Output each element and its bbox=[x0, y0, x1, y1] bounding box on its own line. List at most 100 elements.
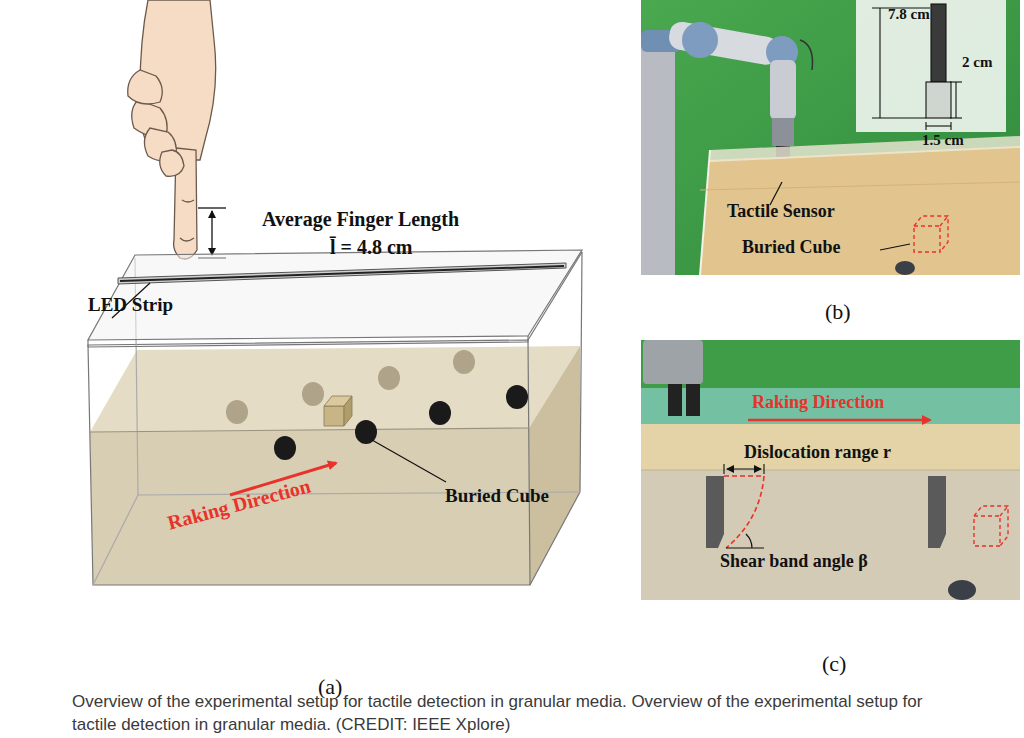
photo-c-part bbox=[641, 470, 1020, 600]
sand-box-part bbox=[700, 182, 1020, 190]
dimension-label: 1.5 cm bbox=[922, 132, 964, 149]
hand-illustration bbox=[128, 0, 216, 259]
dashed-cube-part bbox=[1000, 506, 1008, 516]
gripper-part bbox=[643, 340, 703, 384]
buried-probe-part bbox=[706, 476, 724, 534]
hand-illustration-part bbox=[128, 70, 163, 104]
tank-part-part bbox=[580, 252, 582, 492]
shear-band-part bbox=[726, 548, 764, 549]
black-markers-part bbox=[506, 385, 528, 409]
tank-part-part bbox=[527, 336, 528, 342]
dashed-cube bbox=[914, 216, 948, 252]
dashed-cube-part bbox=[974, 516, 1000, 546]
buried-cube bbox=[324, 396, 352, 426]
leader-line bbox=[372, 440, 446, 482]
tank-part-part bbox=[88, 250, 582, 340]
angle-arc bbox=[746, 534, 752, 548]
probe-inset-part bbox=[950, 117, 962, 118]
robot-arm-part bbox=[667, 20, 780, 67]
part-label: Buried Cube bbox=[445, 486, 549, 507]
dashed-cube-part bbox=[914, 216, 948, 252]
figure-caption: Overview of the experimental setup for t… bbox=[72, 690, 952, 736]
marker-dot bbox=[895, 261, 915, 275]
dimension-bracket-part bbox=[198, 207, 226, 208]
gripper-part bbox=[686, 384, 700, 416]
panel-label: (b) bbox=[825, 300, 851, 324]
dimension-arrow-part bbox=[723, 464, 724, 474]
tank-part-part bbox=[88, 342, 528, 347]
shear-band-part bbox=[724, 475, 764, 477]
tank-part-part bbox=[87, 340, 88, 347]
dimension-label: Average Finger Length bbox=[262, 208, 459, 230]
shear-band-part bbox=[726, 476, 764, 548]
led-strip bbox=[118, 263, 566, 284]
faded-markers-part bbox=[226, 400, 248, 424]
dimension-bracket-part bbox=[211, 211, 212, 255]
photo-c bbox=[641, 340, 1020, 600]
faded-markers-part bbox=[453, 350, 475, 374]
tank bbox=[88, 250, 582, 585]
direction-label: Raking Direction bbox=[752, 393, 884, 413]
probe-inset-part bbox=[872, 117, 926, 118]
photo-b-part bbox=[641, 0, 1020, 275]
photo-c-part bbox=[641, 470, 1020, 471]
gripper bbox=[643, 340, 703, 416]
panel-label: (c) bbox=[822, 652, 846, 676]
gripper-part bbox=[668, 384, 682, 416]
leader-line bbox=[880, 244, 910, 250]
buried-probe-part bbox=[928, 534, 946, 548]
black-markers-part bbox=[274, 436, 296, 460]
sand-box bbox=[700, 136, 1020, 275]
robot-arm-part bbox=[800, 40, 813, 70]
hand-illustration-part bbox=[160, 150, 184, 176]
buried-probe-part bbox=[706, 534, 724, 548]
dashed-cube-part bbox=[974, 506, 1008, 546]
photo-b-part bbox=[856, 0, 1006, 132]
buried-probe bbox=[706, 476, 946, 548]
robot-arm-part bbox=[772, 118, 794, 146]
faded-markers-part bbox=[302, 382, 324, 406]
dashed-cube bbox=[974, 506, 1008, 546]
probe-inset-part bbox=[950, 81, 962, 82]
buried-cube-part bbox=[324, 406, 344, 426]
dimension-label: Dislocation range r bbox=[744, 443, 891, 463]
tank-part-part bbox=[90, 428, 529, 432]
dimension-bracket bbox=[198, 208, 226, 258]
part-label: Tactile Sensor bbox=[727, 202, 835, 222]
probe-inset-part bbox=[926, 82, 951, 118]
photo-c-part bbox=[641, 340, 1020, 600]
tank-part-part bbox=[93, 495, 138, 585]
black-markers-part bbox=[429, 401, 451, 425]
sand-box-part bbox=[710, 136, 1020, 162]
led-strip-part bbox=[118, 263, 566, 284]
direction-label: Raking Direction bbox=[165, 474, 313, 533]
raking-arrow bbox=[748, 419, 930, 422]
probe-inset-part bbox=[931, 4, 946, 82]
dimension-value: l̄ = 4.8 cm bbox=[330, 236, 413, 258]
buried-probe-part bbox=[928, 476, 946, 534]
dimension-label: 2 cm bbox=[962, 54, 992, 71]
photo-c-part bbox=[641, 424, 1020, 470]
dimension-arrow-part bbox=[763, 464, 764, 474]
dimension-arrow bbox=[724, 464, 764, 474]
dimension-label: 7.8 cm bbox=[888, 6, 930, 23]
tank-part bbox=[90, 428, 530, 585]
dimension-arrow-part bbox=[727, 468, 761, 469]
black-markers bbox=[274, 385, 528, 460]
part-label: LED Strip bbox=[88, 295, 173, 316]
marker-dot bbox=[948, 580, 976, 600]
sand-box-part bbox=[700, 146, 1020, 275]
tank-part bbox=[88, 250, 582, 585]
robot-arm-part bbox=[682, 22, 718, 58]
probe-inset-part bbox=[955, 82, 956, 118]
hand-illustration-part bbox=[182, 200, 194, 202]
robot-arm-part bbox=[641, 40, 675, 275]
faded-markers-part bbox=[378, 366, 400, 390]
tank-part-part bbox=[88, 340, 530, 585]
dashed-cube-part bbox=[940, 216, 948, 226]
robot-arm-part bbox=[770, 60, 796, 120]
probe-inset bbox=[872, 4, 962, 130]
shear-band bbox=[724, 476, 764, 548]
